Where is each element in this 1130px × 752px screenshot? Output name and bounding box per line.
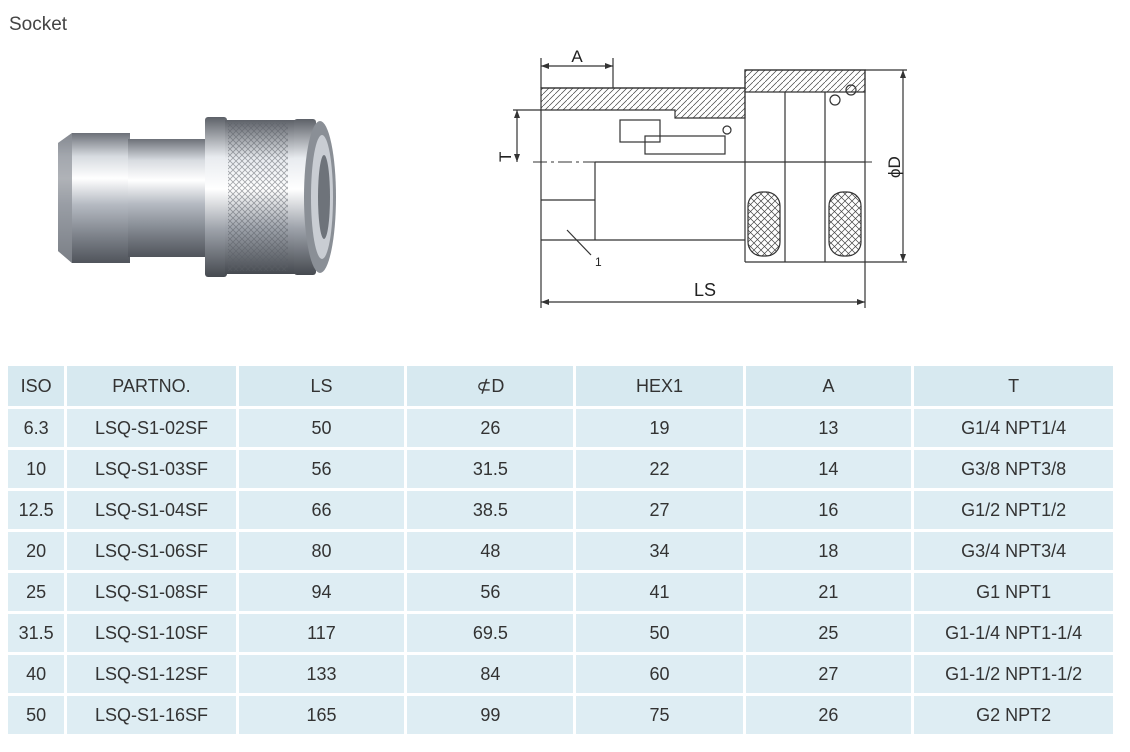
- table-row: 50 LSQ-S1-16SF 165 99 75 26 G2 NPT2: [8, 696, 1113, 734]
- cell-a: 16: [745, 491, 912, 529]
- cell-hex1: 27: [576, 491, 743, 529]
- page-title: Socket: [9, 14, 68, 35]
- table-row: 25 LSQ-S1-08SF 94 56 41 21 G1 NPT1: [8, 573, 1113, 611]
- cell-t: G3/4 NPT3/4: [914, 532, 1113, 570]
- cell-ls: 133: [238, 655, 405, 693]
- cell-a: 25: [745, 614, 912, 652]
- cell-partno: LSQ-S1-02SF: [67, 409, 236, 447]
- column-header-ls: LS: [238, 366, 405, 406]
- column-header-d: ⊄D: [407, 366, 574, 406]
- column-header-iso: ISO: [8, 366, 65, 406]
- cell-hex1: 19: [576, 409, 743, 447]
- cell-hex1: 22: [576, 450, 743, 488]
- column-header-partno: PARTNO.: [67, 366, 236, 406]
- cell-partno: LSQ-S1-12SF: [67, 655, 236, 693]
- cell-hex1: 50: [576, 614, 743, 652]
- cell-partno: LSQ-S1-06SF: [67, 532, 236, 570]
- cell-t: G1/2 NPT1/2: [914, 491, 1113, 529]
- cell-iso: 40: [8, 655, 65, 693]
- cell-hex1: 34: [576, 532, 743, 570]
- table-header-row: ISO PARTNO. LS ⊄D HEX1 A T: [8, 366, 1113, 406]
- cell-partno: LSQ-S1-10SF: [67, 614, 236, 652]
- cell-t: G1 NPT1: [914, 573, 1113, 611]
- cell-d: 56: [407, 573, 574, 611]
- cell-partno: LSQ-S1-04SF: [67, 491, 236, 529]
- cell-d: 99: [407, 696, 574, 734]
- cell-iso: 6.3: [8, 409, 65, 447]
- cell-iso: 25: [8, 573, 65, 611]
- cell-a: 14: [745, 450, 912, 488]
- cell-t: G1-1/2 NPT1-1/2: [914, 655, 1113, 693]
- cell-t: G2 NPT2: [914, 696, 1113, 734]
- cell-ls: 117: [238, 614, 405, 652]
- cell-d: 38.5: [407, 491, 574, 529]
- cell-iso: 12.5: [8, 491, 65, 529]
- table-row: 20 LSQ-S1-06SF 80 48 34 18 G3/4 NPT3/4: [8, 532, 1113, 570]
- dimension-label-ls: LS: [694, 280, 716, 300]
- dimension-label-hex: 1: [595, 255, 602, 269]
- table-row: 10 LSQ-S1-03SF 56 31.5 22 14 G3/8 NPT3/8: [8, 450, 1113, 488]
- cell-hex1: 75: [576, 696, 743, 734]
- cell-t: G1/4 NPT1/4: [914, 409, 1113, 447]
- cell-ls: 165: [238, 696, 405, 734]
- cell-ls: 80: [238, 532, 405, 570]
- cell-t: G1-1/4 NPT1-1/4: [914, 614, 1113, 652]
- cell-ls: 94: [238, 573, 405, 611]
- cell-partno: LSQ-S1-16SF: [67, 696, 236, 734]
- cell-ls: 50: [238, 409, 405, 447]
- cell-a: 26: [745, 696, 912, 734]
- column-header-t: T: [914, 366, 1113, 406]
- socket-technical-drawing: A T ϕD LS 1: [496, 47, 907, 308]
- cell-d: 31.5: [407, 450, 574, 488]
- cell-iso: 10: [8, 450, 65, 488]
- dimension-label-a: A: [571, 47, 583, 66]
- cell-a: 13: [745, 409, 912, 447]
- cell-iso: 20: [8, 532, 65, 570]
- dimension-label-t: T: [496, 152, 515, 162]
- dimension-label-d: ϕD: [885, 156, 904, 178]
- cell-ls: 66: [238, 491, 405, 529]
- cell-hex1: 41: [576, 573, 743, 611]
- cell-a: 18: [745, 532, 912, 570]
- cell-d: 84: [407, 655, 574, 693]
- cell-iso: 31.5: [8, 614, 65, 652]
- table-row: 6.3 LSQ-S1-02SF 50 26 19 13 G1/4 NPT1/4: [8, 409, 1113, 447]
- cell-a: 21: [745, 573, 912, 611]
- cell-ls: 56: [238, 450, 405, 488]
- cell-d: 48: [407, 532, 574, 570]
- column-header-hex1: HEX1: [576, 366, 743, 406]
- column-header-a: A: [745, 366, 912, 406]
- cell-t: G3/8 NPT3/8: [914, 450, 1113, 488]
- table-row: 40 LSQ-S1-12SF 133 84 60 27 G1-1/2 NPT1-…: [8, 655, 1113, 693]
- spec-table: ISO PARTNO. LS ⊄D HEX1 A T 6.3 LSQ-S1-02…: [5, 363, 1116, 737]
- cell-iso: 50: [8, 696, 65, 734]
- cell-partno: LSQ-S1-03SF: [67, 450, 236, 488]
- socket-product-photo: [58, 117, 336, 277]
- cell-d: 69.5: [407, 614, 574, 652]
- table-row: 31.5 LSQ-S1-10SF 117 69.5 50 25 G1-1/4 N…: [8, 614, 1113, 652]
- cell-partno: LSQ-S1-08SF: [67, 573, 236, 611]
- cell-d: 26: [407, 409, 574, 447]
- table-row: 12.5 LSQ-S1-04SF 66 38.5 27 16 G1/2 NPT1…: [8, 491, 1113, 529]
- cell-hex1: 60: [576, 655, 743, 693]
- cell-a: 27: [745, 655, 912, 693]
